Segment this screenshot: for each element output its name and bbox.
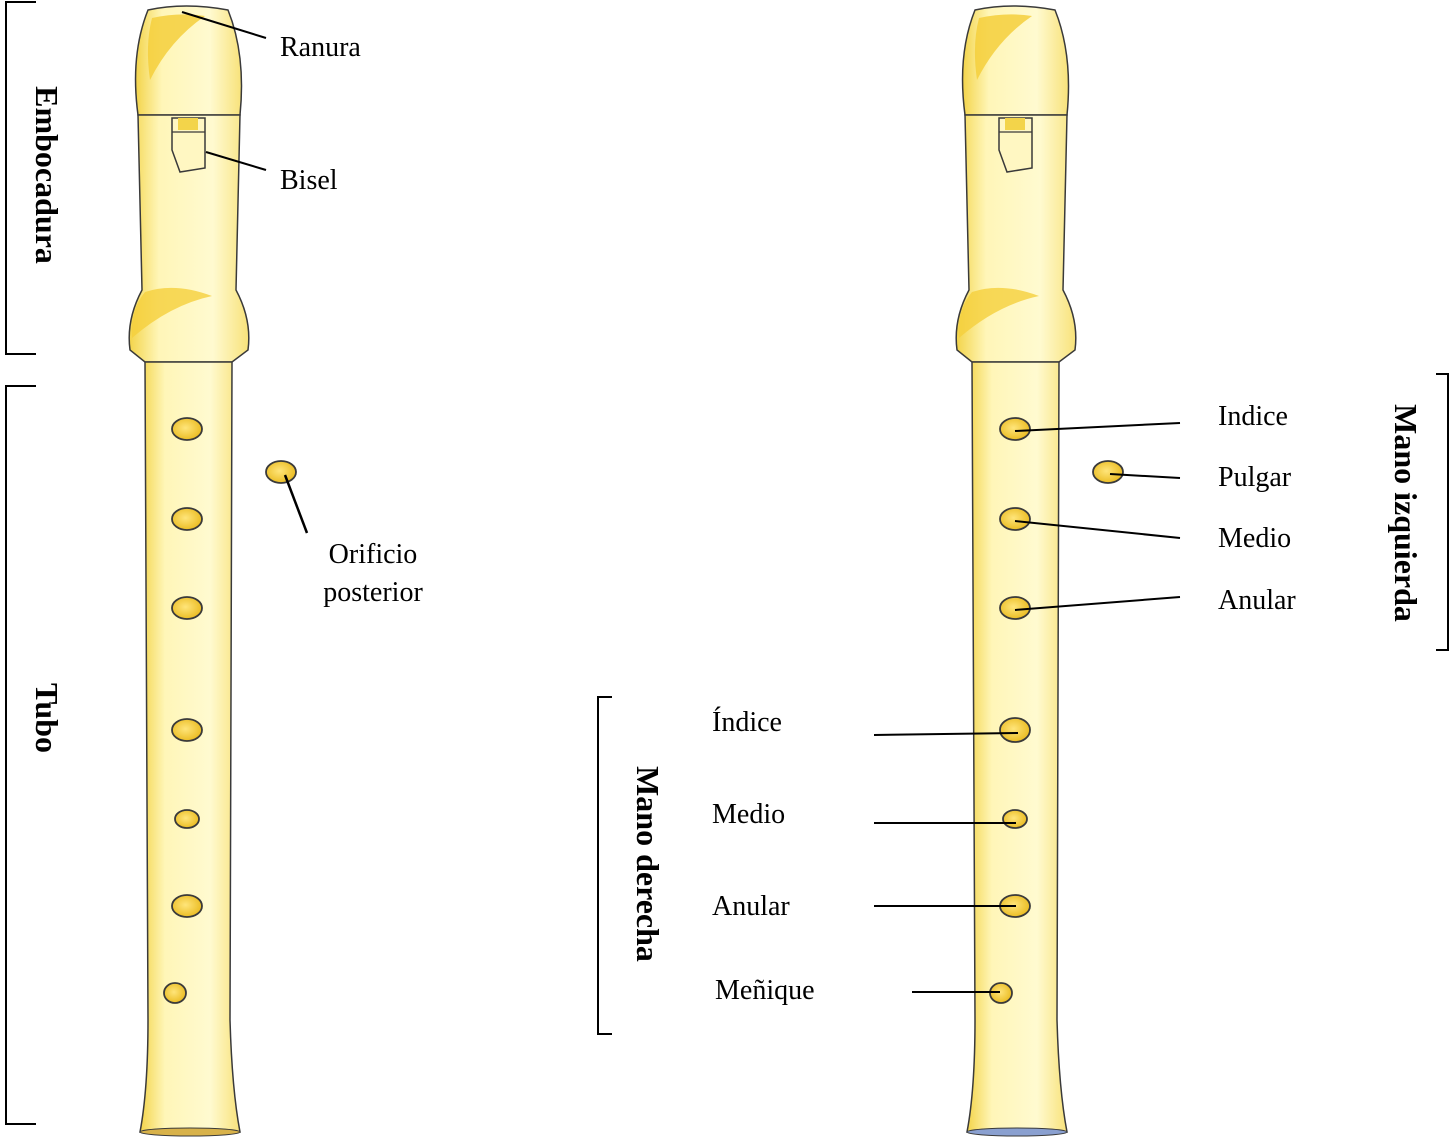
label-rh-medio: Medio (712, 799, 785, 830)
right-recorder: Indice Pulgar Medio Anular Índice Medio … (598, 6, 1448, 1136)
finger-hole (1000, 718, 1030, 742)
finger-hole (172, 597, 202, 619)
label-orificio-line2: posterior (323, 577, 423, 608)
section-mano-izquierda: Mano izquierda (1388, 404, 1424, 622)
recorder-tube (140, 362, 240, 1132)
section-embocadura: Embocadura (29, 86, 65, 264)
thumb-hole (1093, 461, 1123, 483)
finger-hole (172, 719, 202, 741)
bracket-mano-derecha (598, 697, 612, 1034)
label-lh-indice: Indice (1218, 401, 1288, 432)
bracket-tubo (6, 386, 36, 1124)
finger-hole (1000, 508, 1030, 530)
section-tubo: Tubo (29, 683, 65, 753)
label-lh-medio: Medio (1218, 523, 1291, 554)
label-rh-anular: Anular (712, 891, 790, 922)
bracket-mano-izquierda (1436, 374, 1448, 650)
finger-hole (172, 418, 202, 440)
finger-hole (172, 508, 202, 530)
finger-hole (164, 983, 186, 1003)
finger-hole (172, 895, 202, 917)
label-bisel: Bisel (280, 165, 338, 196)
label-orificio-line1: Orificio (329, 539, 418, 570)
left-recorder: Ranura Bisel Orificio posterior Embocadu… (6, 2, 423, 1136)
section-mano-derecha: Mano derecha (630, 766, 666, 962)
finger-hole (1000, 597, 1030, 619)
label-lh-anular: Anular (1218, 585, 1296, 616)
finger-hole (1003, 810, 1027, 828)
label-ranura: Ranura (280, 32, 361, 63)
label-lh-pulgar: Pulgar (1218, 462, 1292, 493)
finger-hole (1000, 418, 1030, 440)
label-rh-menique: Meñique (715, 975, 815, 1006)
thumb-hole (266, 461, 296, 483)
finger-hole (175, 810, 199, 828)
leader-line (285, 475, 307, 533)
label-rh-indice: Índice (712, 707, 782, 738)
recorder-tube (967, 362, 1067, 1132)
